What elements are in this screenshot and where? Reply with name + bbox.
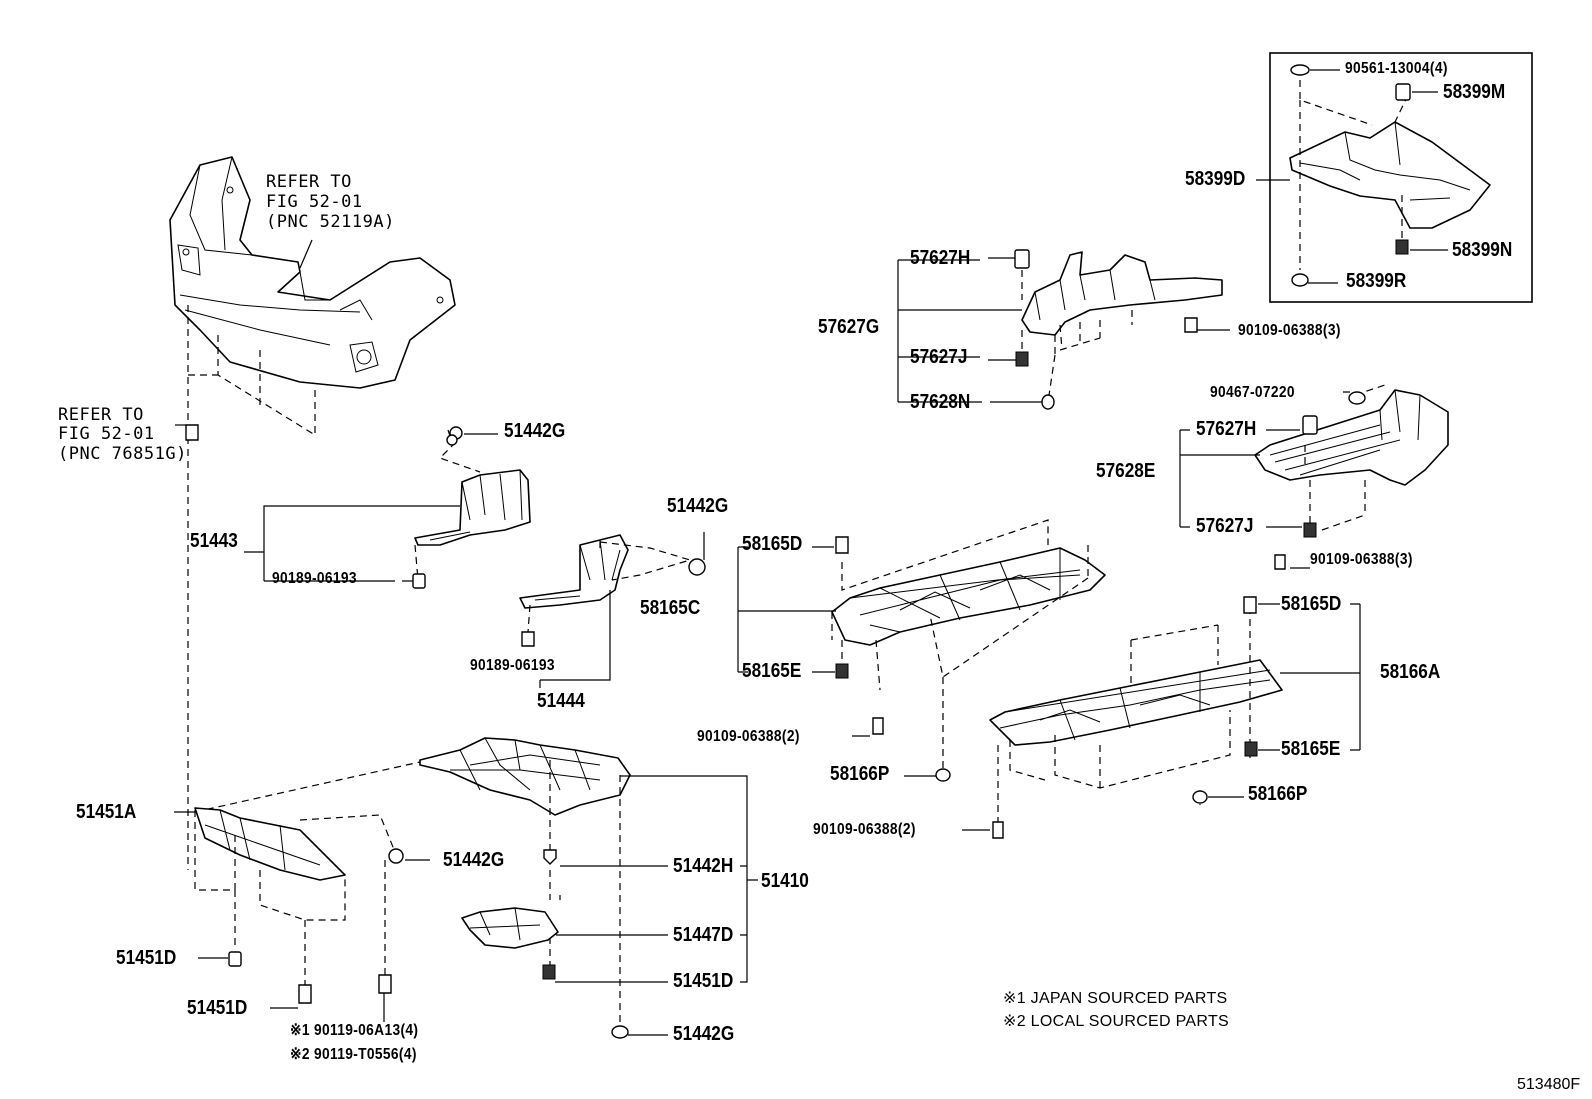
- 58165c-undercover-illustration: [737, 519, 1106, 782]
- label-90561-13004: 90561-13004(4): [1345, 60, 1448, 77]
- label-90109-06388-3-upper: 90109-06388(3): [1238, 322, 1341, 339]
- 57628e-bracket-illustration: [1179, 384, 1449, 570]
- label-58166a: 58166A: [1380, 661, 1441, 683]
- clip-refer-line1: REFER TO: [58, 405, 144, 425]
- clip-refer-line2: FIG 52-01: [58, 424, 155, 444]
- label-51442g-top: 51442G: [504, 420, 566, 442]
- 58399d-detail-box: [1256, 52, 1533, 303]
- label-58165d-left: 58165D: [742, 533, 803, 555]
- note-japan-sourced: ※1 JAPAN SOURCED PARTS: [1003, 990, 1228, 1007]
- 51451a-guard-illustration: [174, 807, 430, 1022]
- label-51447d: 51447D: [673, 924, 734, 946]
- label-58399m: 58399M: [1443, 81, 1506, 103]
- label-58399r: 58399R: [1346, 270, 1407, 292]
- figure-id: 513480F: [1517, 1076, 1581, 1093]
- label-58166p-left: 58166P: [830, 763, 890, 785]
- label-51442g-lower: 51442G: [443, 849, 505, 871]
- label-51442h: 51442H: [673, 855, 734, 877]
- 51443-guard-illustration: [244, 426, 531, 589]
- label-90467-07220: 90467-07220: [1210, 384, 1295, 401]
- label-51451d-right: 51451D: [673, 970, 734, 992]
- label-90109-06388-2-right: 90109-06388(2): [813, 821, 916, 838]
- label-58165e-right: 58165E: [1281, 738, 1341, 760]
- bumper-refer-line3: (PNC 52119A): [266, 212, 395, 232]
- label-57627h-lower: 57627H: [1196, 418, 1257, 440]
- note-local-sourced: ※2 LOCAL SOURCED PARTS: [1003, 1013, 1229, 1030]
- label-57628n: 57628N: [910, 391, 971, 413]
- bumper-refer-line2: FIG 52-01: [266, 192, 363, 212]
- 57627g-bracket-illustration: [897, 249, 1230, 410]
- label-57627h-upper: 57627H: [910, 247, 971, 269]
- clip-refer-line3: (PNC 76851G): [58, 444, 187, 464]
- label-57627j-lower: 57627J: [1196, 515, 1254, 537]
- label-51410: 51410: [761, 870, 809, 892]
- label-51444: 51444: [537, 690, 585, 712]
- 58166a-undercover-illustration: [962, 596, 1361, 839]
- label-90189-06193-left: 90189-06193: [272, 570, 357, 587]
- label-58166p-right: 58166P: [1248, 783, 1308, 805]
- label-90119-06a13: ※1 90119-06A13(4): [290, 1022, 419, 1039]
- bumper-refer-line1: REFER TO: [266, 172, 352, 192]
- label-58165e-left: 58165E: [742, 660, 802, 682]
- label-58165c: 58165C: [640, 597, 701, 619]
- 51447d-cover-illustration: [461, 907, 559, 949]
- label-51442g-bottom: 51442G: [673, 1023, 735, 1045]
- label-90119-t0556: ※2 90119-T0556(4): [290, 1046, 417, 1063]
- label-51442g-mid: 51442G: [667, 495, 729, 517]
- label-90109-06388-2-left: 90109-06388(2): [697, 728, 800, 745]
- clip-76851g-illustration: [175, 424, 199, 441]
- 51410-undercover-illustration: [194, 737, 758, 1039]
- label-57627g: 57627G: [818, 316, 880, 338]
- label-57628e: 57628E: [1096, 460, 1156, 482]
- label-51451a: 51451A: [76, 801, 137, 823]
- label-51443: 51443: [190, 530, 238, 552]
- label-51451d-mid: 51451D: [187, 997, 248, 1019]
- label-58399d: 58399D: [1185, 168, 1246, 190]
- 51444-guard-illustration: [519, 532, 706, 688]
- label-58399n: 58399N: [1452, 239, 1513, 261]
- label-51451d-left: 51451D: [116, 947, 177, 969]
- label-57627j-upper: 57627J: [910, 346, 968, 368]
- label-90109-06388-3-lower: 90109-06388(3): [1310, 551, 1413, 568]
- front-bumper-cover-illustration: [169, 156, 456, 870]
- label-58165d-right: 58165D: [1281, 593, 1342, 615]
- label-90189-06193-mid: 90189-06193: [470, 657, 555, 674]
